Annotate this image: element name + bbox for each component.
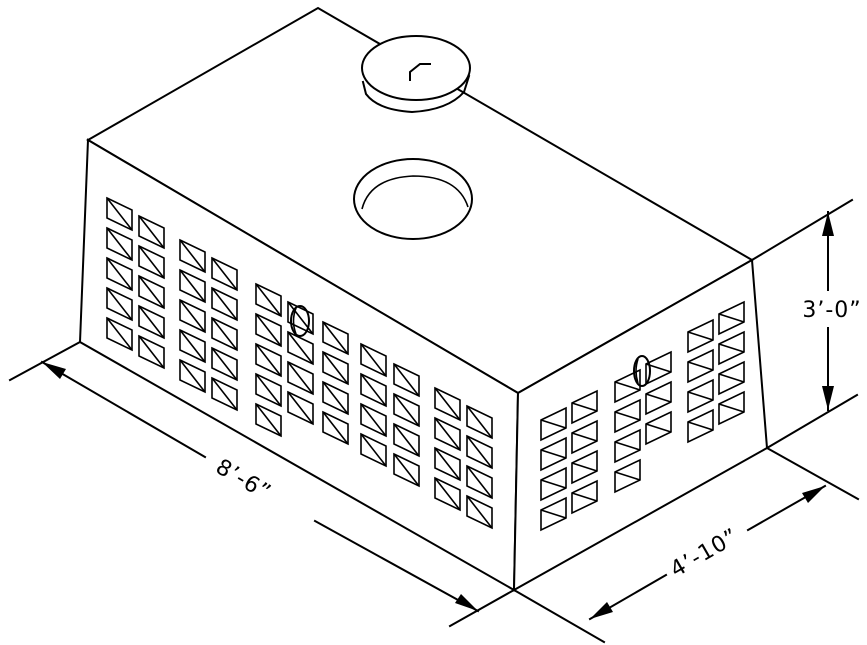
vent-cell-diagonal — [106, 287, 133, 321]
vent-cell-diagonal — [718, 373, 745, 383]
vent-cell-diagonal — [211, 347, 238, 381]
vent-cell-diagonal — [571, 462, 598, 472]
vent-cell-diagonal — [106, 257, 133, 291]
vent-cell-diagonal — [138, 305, 165, 339]
vent-cell-diagonal — [571, 402, 598, 412]
vent-cell-diagonal — [138, 275, 165, 309]
vent-cell-diagonal — [138, 335, 165, 369]
vent-cell-diagonal — [106, 227, 133, 261]
vent-cell-diagonal — [255, 343, 282, 377]
vent-cell-diagonal — [322, 381, 349, 415]
front-knockout — [290, 305, 310, 337]
open-manhole — [353, 158, 473, 240]
vent-cell-diagonal — [287, 391, 314, 425]
vent-cell-diagonal — [466, 465, 493, 499]
width-dimension-label: 4’-10” — [666, 524, 743, 583]
side-knockout — [633, 355, 651, 387]
vent-cell-diagonal — [614, 381, 641, 391]
vent-cell-diagonal — [106, 197, 133, 231]
vent-cell-diagonal — [393, 393, 420, 427]
dimension-height: 3’-0” — [750, 198, 861, 450]
vent-cell-diagonal — [393, 453, 420, 487]
vent-cell-diagonal — [360, 403, 387, 437]
vent-cell-diagonal — [138, 245, 165, 279]
vent-cell-diagonal — [179, 269, 206, 303]
vent-cell-diagonal — [645, 423, 672, 433]
lid-handle-icon — [409, 63, 431, 81]
vent-cell-diagonal — [687, 391, 714, 401]
vent-cell-diagonal — [571, 492, 598, 502]
vent-cell-diagonal — [255, 313, 282, 347]
vent-cell-diagonal — [322, 411, 349, 445]
height-dimension-label: 3’-0” — [802, 298, 861, 323]
vent-cell-diagonal — [106, 317, 133, 351]
vent-cell-diagonal — [287, 331, 314, 365]
vent-cell-diagonal — [360, 343, 387, 377]
vent-cell-diagonal — [434, 477, 461, 511]
length-dimension-label: 8’-6” — [211, 455, 275, 506]
vent-cell-diagonal — [540, 509, 567, 519]
vent-cell-diagonal — [466, 495, 493, 529]
vent-cell-diagonal — [211, 287, 238, 321]
vent-cell-diagonal — [255, 283, 282, 317]
vent-cell-diagonal — [614, 471, 641, 481]
vent-grilles — [106, 196, 745, 532]
vent-cell-diagonal — [687, 331, 714, 341]
vent-cell-diagonal — [466, 435, 493, 469]
vent-cell-diagonal — [540, 449, 567, 459]
vent-cell-diagonal — [211, 317, 238, 351]
vent-cell-diagonal — [138, 215, 165, 249]
vent-cell-diagonal — [211, 377, 238, 411]
vent-cell-diagonal — [687, 361, 714, 371]
vent-cell-diagonal — [255, 373, 282, 407]
vent-cell-diagonal — [360, 433, 387, 467]
vent-cell-diagonal — [687, 421, 714, 431]
vent-cell-diagonal — [540, 479, 567, 489]
vent-cell-diagonal — [614, 441, 641, 451]
vent-cell-diagonal — [179, 239, 206, 273]
vent-cell-diagonal — [360, 373, 387, 407]
vent-cell-diagonal — [322, 351, 349, 385]
vent-cell-diagonal — [255, 403, 282, 437]
vent-cell-diagonal — [434, 417, 461, 451]
vent-cell-diagonal — [434, 387, 461, 421]
vent-cell-diagonal — [179, 329, 206, 363]
vent-cell-diagonal — [211, 257, 238, 291]
vent-cell-diagonal — [393, 423, 420, 457]
vent-cell-diagonal — [540, 419, 567, 429]
vent-cell-diagonal — [718, 403, 745, 413]
manhole-lid — [361, 35, 471, 114]
vent-cell-diagonal — [718, 343, 745, 353]
vent-cell-diagonal — [434, 447, 461, 481]
vent-cell-diagonal — [287, 301, 314, 335]
vent-cell-diagonal — [179, 299, 206, 333]
vent-cell-diagonal — [466, 405, 493, 439]
vent-cell-diagonal — [287, 361, 314, 395]
vent-cell-diagonal — [393, 363, 420, 397]
vent-cell-diagonal — [614, 411, 641, 421]
vent-cell-diagonal — [718, 313, 745, 323]
vent-cell-diagonal — [571, 432, 598, 442]
vent-cell-diagonal — [179, 359, 206, 393]
vent-cell-diagonal — [322, 321, 349, 355]
vent-cell-diagonal — [645, 393, 672, 403]
